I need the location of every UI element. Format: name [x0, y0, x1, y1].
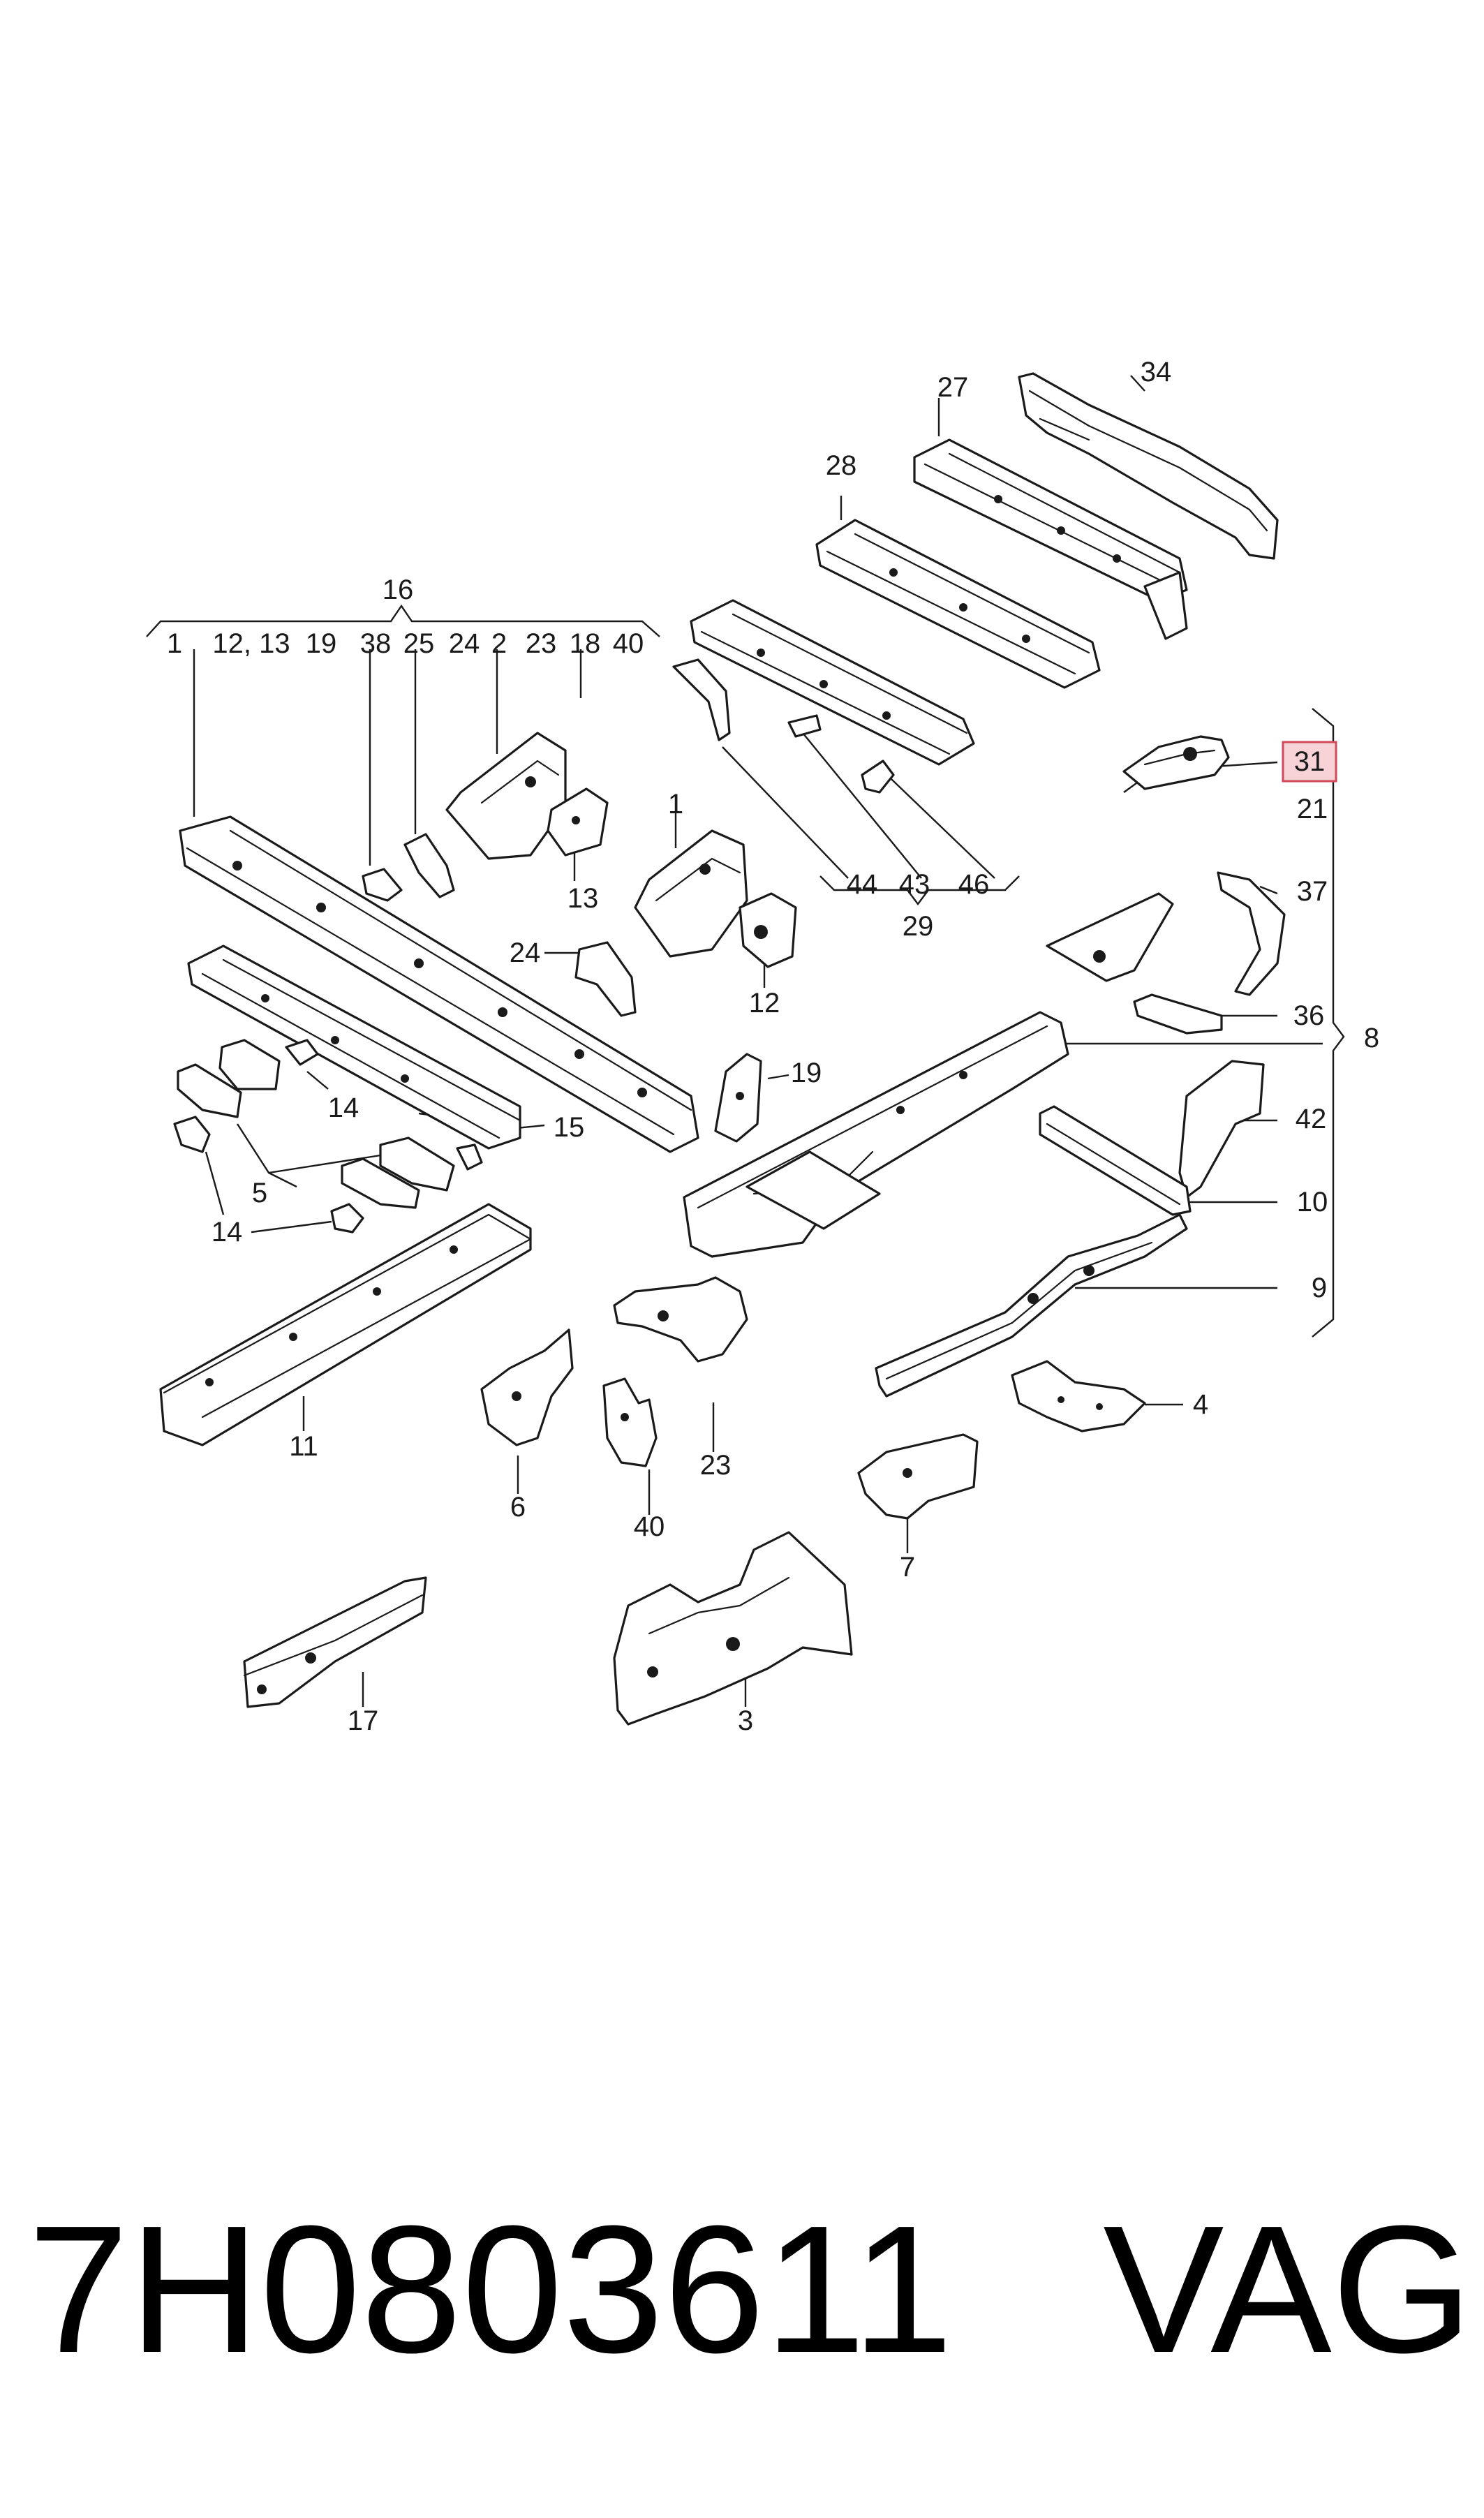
part-17-tow-bracket: [243, 1576, 427, 1708]
callout-21: 21: [1297, 794, 1328, 824]
callout-8: 8: [1364, 1023, 1379, 1053]
callout-24b: 24: [510, 938, 541, 968]
part-6-bracket: [480, 1328, 574, 1446]
part-21-bracket: [1046, 892, 1174, 982]
callout-25: 25: [403, 628, 435, 659]
callout-19b: 19: [791, 1058, 822, 1088]
part-number-label: 7H0803611: [28, 2189, 954, 2391]
callout-labels: 34 27 28 16 1 12, 13 19 38 25 24 2 23 18…: [167, 357, 1379, 1736]
part-34-rear-bumper-carrier: [1018, 372, 1279, 560]
part-10-cross-member: [1039, 1105, 1192, 1216]
callout-14b: 14: [212, 1217, 243, 1247]
part-15-cross-member: [187, 945, 521, 1150]
part-7-bracket: [857, 1433, 979, 1520]
part-5-14-brackets: [173, 1039, 483, 1234]
part-8-chassis-rail: [683, 1011, 1069, 1258]
callout-1: 1: [167, 628, 182, 659]
callout-6: 6: [510, 1492, 526, 1523]
part-1-bracket: [634, 829, 748, 958]
callout-34: 34: [1141, 357, 1172, 387]
callout-23: 23: [526, 628, 557, 659]
part-19-bracket: [714, 1053, 762, 1143]
callout-40: 40: [613, 628, 644, 659]
callout-44: 44: [847, 869, 878, 900]
callout-36: 36: [1293, 1000, 1325, 1031]
callout-16: 16: [383, 575, 414, 605]
callout-38: 38: [360, 628, 392, 659]
callout-5: 5: [252, 1178, 267, 1208]
callout-24: 24: [449, 628, 480, 659]
part-40-bracket: [602, 1377, 658, 1467]
part-11-side-member: [159, 1203, 532, 1446]
part-25-bracket: [403, 833, 455, 898]
part-24-bracket: [574, 941, 637, 1017]
part-38-bracket: [362, 868, 403, 902]
callout-40b: 40: [634, 1511, 665, 1542]
part-13-bracket: [547, 787, 609, 857]
callout-46: 46: [958, 869, 990, 900]
callout-29: 29: [903, 911, 934, 942]
callout-13: 13: [567, 883, 599, 914]
part-23-bracket: [613, 1276, 748, 1363]
callout-27: 27: [937, 372, 969, 403]
callout-37: 37: [1297, 876, 1328, 907]
part-4-plate: [1011, 1360, 1146, 1432]
callout-23b: 23: [700, 1450, 732, 1481]
callout-43: 43: [899, 869, 930, 900]
callout-2: 2: [491, 628, 507, 659]
callout-18: 18: [570, 628, 601, 659]
callout-1b: 1: [668, 789, 683, 820]
callout-19: 19: [306, 628, 337, 659]
part-37-bracket: [1217, 871, 1286, 996]
part-31-bracket: [1122, 735, 1230, 790]
callout-9: 9: [1312, 1273, 1327, 1303]
part-36-bracket: [1133, 993, 1223, 1035]
callout-12: 12: [749, 988, 780, 1019]
callout-31: 31: [1294, 746, 1326, 777]
part-2-bracket: [445, 732, 567, 860]
callout-4: 4: [1193, 1389, 1208, 1420]
callout-12-13: 12, 13: [212, 628, 290, 659]
callout-7: 7: [900, 1552, 915, 1583]
highlight-box-31: [1282, 741, 1337, 783]
part-28-cross-member: [815, 519, 1101, 689]
callout-10: 10: [1297, 1187, 1328, 1217]
part-42-bracket: [1178, 1060, 1265, 1199]
callout-3: 3: [738, 1705, 753, 1736]
part-3-body-bracket: [613, 1531, 853, 1726]
part-27-cross-member: [913, 438, 1188, 640]
callout-15: 15: [554, 1112, 585, 1143]
callout-42: 42: [1296, 1104, 1327, 1134]
brand-label: VAG: [1103, 2189, 1473, 2391]
callout-14a: 14: [328, 1093, 359, 1123]
callout-17: 17: [348, 1705, 379, 1736]
callout-28: 28: [826, 450, 857, 481]
part-9-rear-side-rail: [875, 1213, 1188, 1398]
part-29-cross-member: [672, 599, 975, 794]
part-12-bracket: [739, 892, 797, 968]
part-16-floor-cross-member: [179, 815, 699, 1153]
callout-11: 11: [289, 1431, 318, 1462]
